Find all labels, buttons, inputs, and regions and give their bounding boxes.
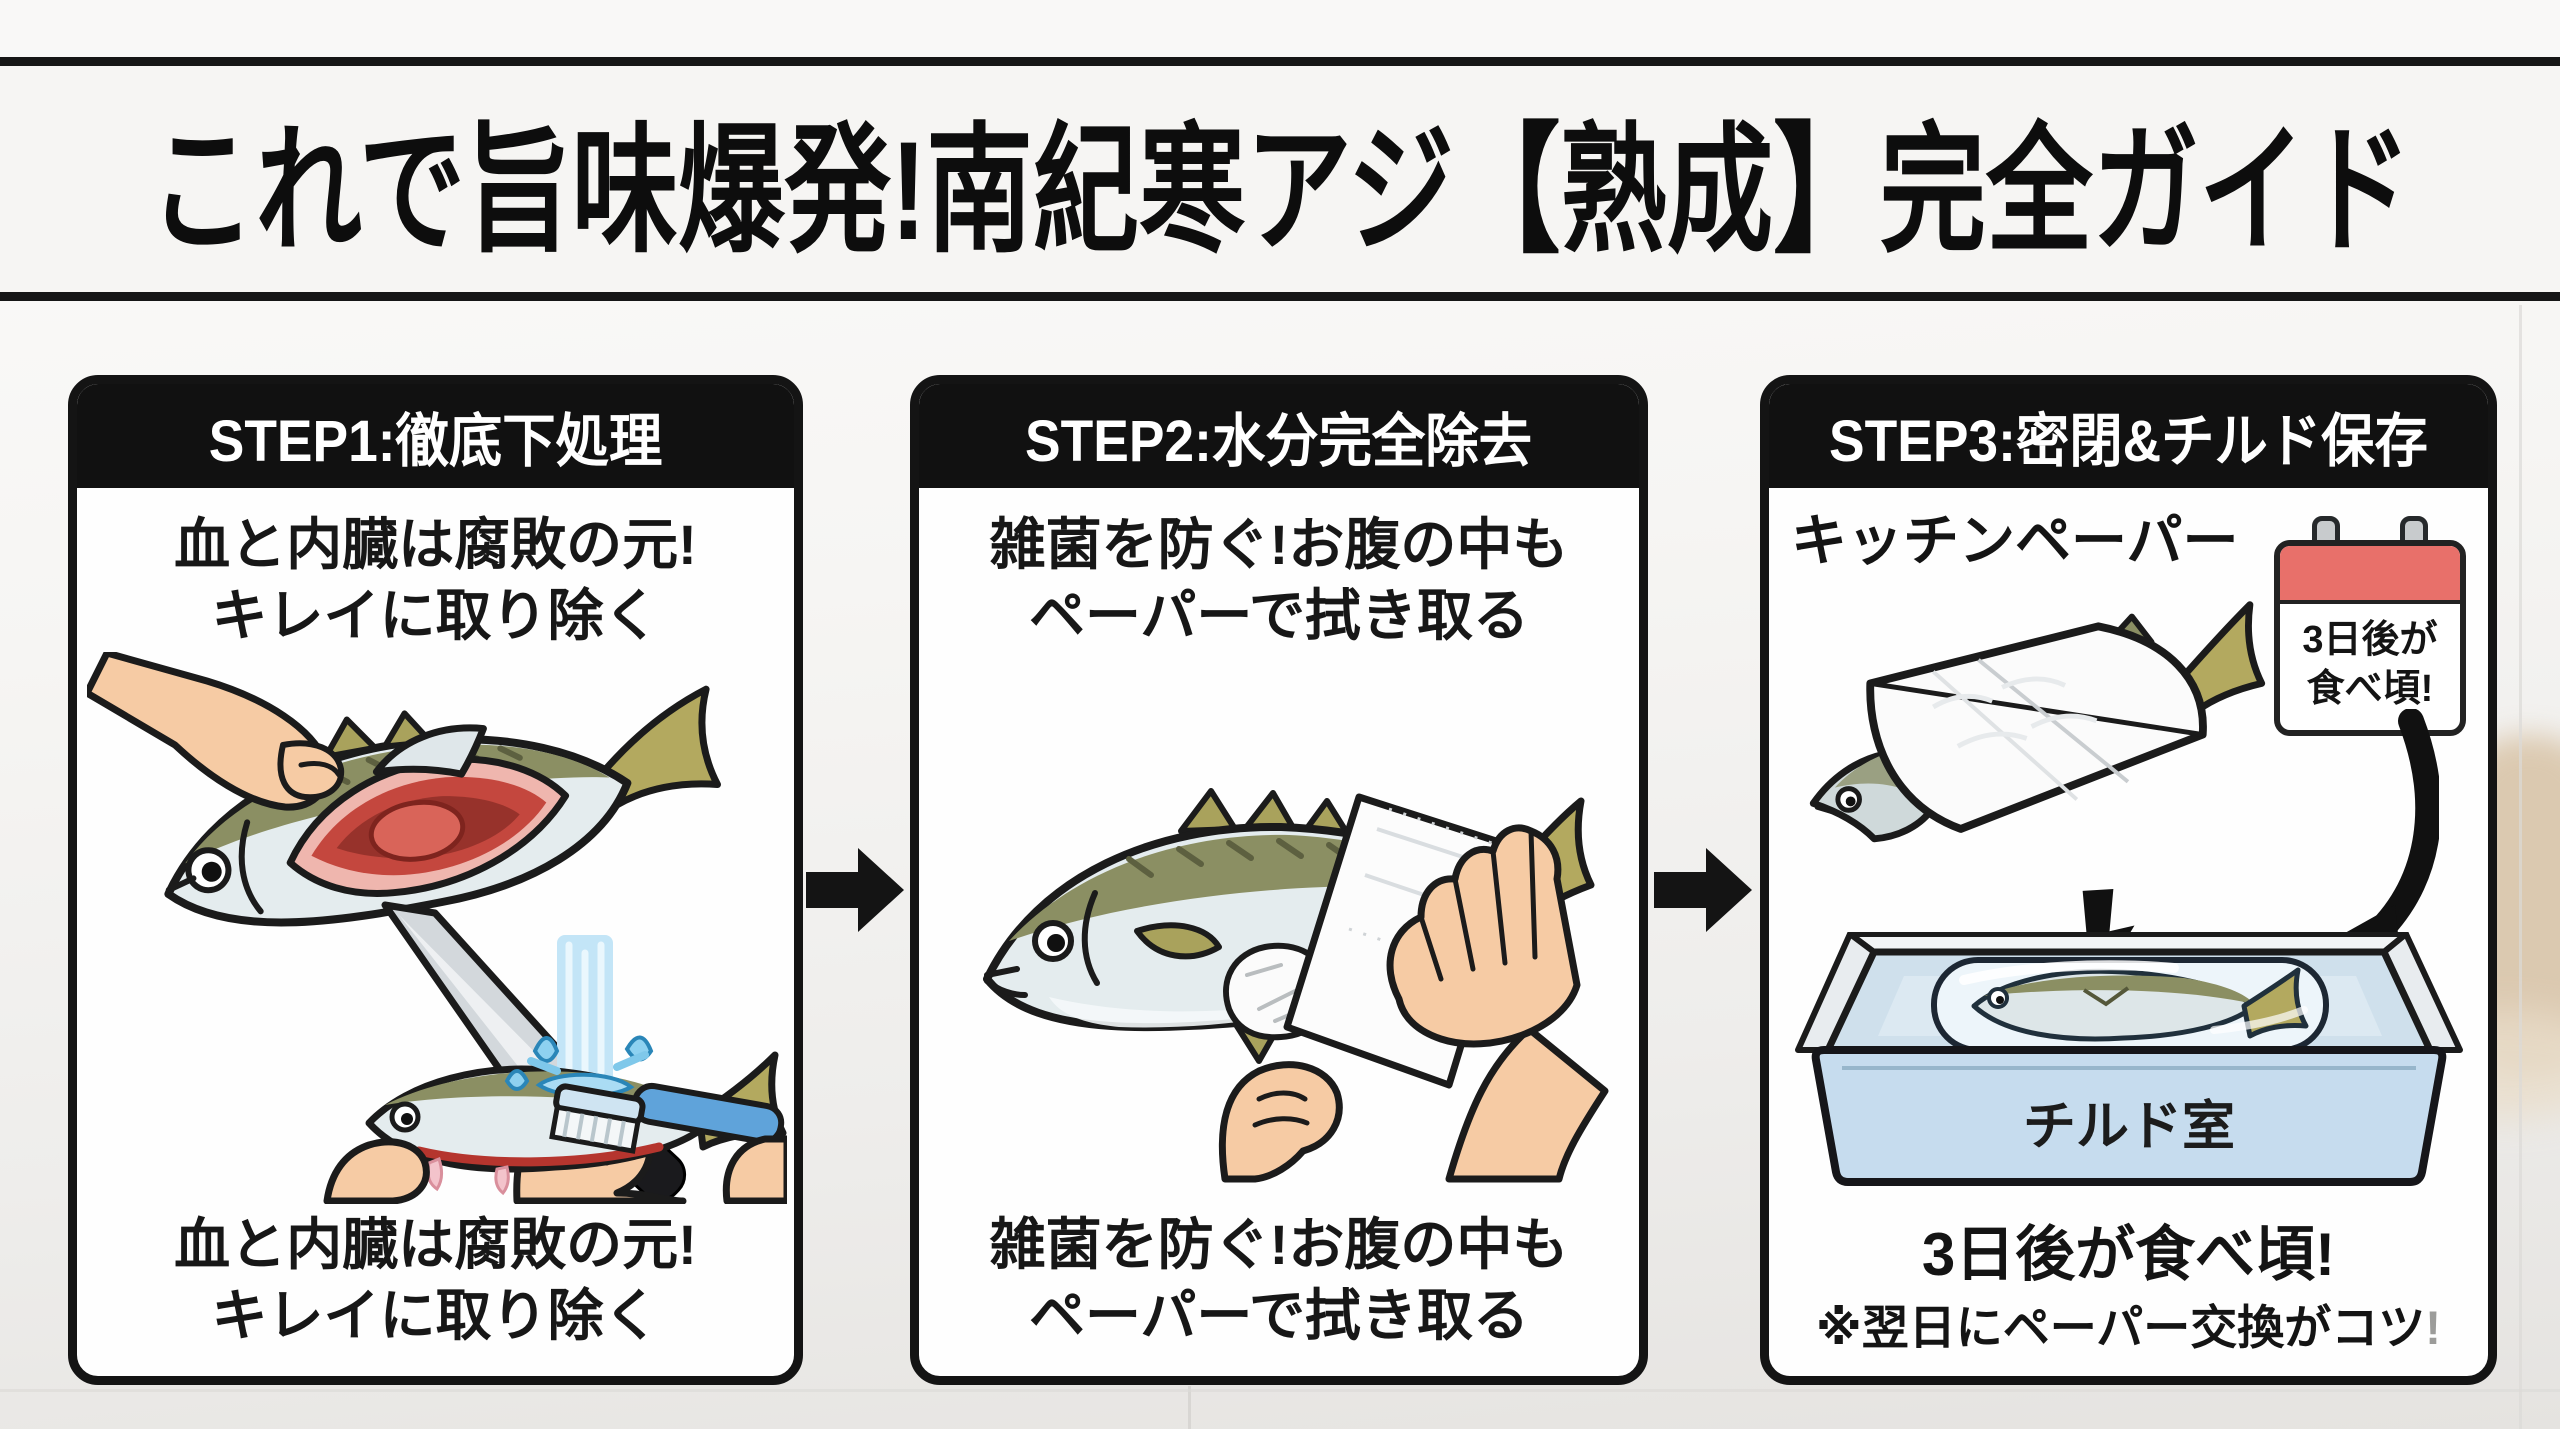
page-title: これで旨味爆発!南紀寒アジ【熟成】完全ガイド xyxy=(148,112,2412,269)
caption-line: 雑菌を防ぐ!お腹の中も xyxy=(989,1213,1569,1276)
top-strip xyxy=(0,0,2560,57)
calendar-body: 3日後が 食べ頃! xyxy=(2274,540,2466,736)
note-text: ※翌日にペーパー交換がコツ! xyxy=(1769,1289,2488,1358)
title-bottom-rule xyxy=(0,292,2560,301)
step2-caption-top: 雑菌を防ぐ!お腹の中も ペーパーで拭き取る xyxy=(919,510,1639,651)
counter-seam-line xyxy=(1188,1386,1191,1429)
calendar-note-line: 3日後が xyxy=(2302,619,2438,661)
step1-caption-top: 血と内臓は腐敗の元! キレイに取り除く xyxy=(77,510,794,651)
caption-line: キレイに取り除く xyxy=(211,1283,660,1347)
title-top-rule xyxy=(0,57,2560,66)
result-text: 3日後が食べ頃! xyxy=(1921,1221,2336,1288)
gutted-fish xyxy=(164,685,721,927)
calendar-note: 3日後が 食べ頃! xyxy=(2280,604,2460,715)
hand-icon xyxy=(722,1135,787,1204)
caption-line: ペーパーで拭き取る xyxy=(1028,583,1530,647)
step3-card: STEP3:密閉&チルド保存 キッチンペーパー 3日後が 食べ頃! xyxy=(1760,375,2497,1385)
wrapped-fish-illustration xyxy=(1809,601,2266,843)
note-main: ※翌日にペーパー交換がコツ xyxy=(1816,1301,2426,1354)
drawer-front-panel xyxy=(1811,1046,2447,1186)
step2-card: STEP2:水分完全除去 雑菌を防ぐ!お腹の中も ペーパーで拭き取る xyxy=(910,375,1648,1385)
fish-washing-illustration xyxy=(323,935,787,1204)
chilled-drawer-illustration xyxy=(1795,932,2463,1186)
step1-card: STEP1:徹底下処理 血と内臓は腐敗の元! キレイに取り除く xyxy=(68,375,803,1385)
caption-line: 血と内臓は腐敗の元! xyxy=(174,513,697,576)
step1-header: STEP1:徹底下処理 xyxy=(77,384,794,488)
hand-pulling-icon xyxy=(87,652,345,811)
hand-icon xyxy=(323,1138,430,1204)
fish-wiping-illustration xyxy=(983,788,1609,1183)
step2-caption-bottom: 雑菌を防ぐ!お腹の中も ペーパーで拭き取る xyxy=(919,1210,1639,1351)
caption-line: 血と内臓は腐敗の元! xyxy=(174,1213,697,1276)
brush-icon xyxy=(549,1082,785,1154)
note-exclamation: ! xyxy=(2425,1301,2441,1354)
hand-holding-icon xyxy=(1218,1061,1343,1183)
fish-gutting-illustration xyxy=(87,652,787,1204)
chilled-room-label: チルド室 xyxy=(2023,1097,2235,1156)
hand-pressing-icon xyxy=(1386,824,1609,1183)
caption-line: キレイに取り除く xyxy=(211,583,660,647)
step2-header: STEP2:水分完全除去 xyxy=(919,384,1639,488)
paper-wrap-icon xyxy=(1866,622,2207,833)
title-band: これで旨味爆発!南紀寒アジ【熟成】完全ガイド xyxy=(0,66,2560,292)
step3-header: STEP3:密閉&チルド保存 xyxy=(1769,384,2488,488)
step-arrow-icon xyxy=(806,848,904,932)
step-arrow-icon xyxy=(1654,848,1752,932)
caption-line: ペーパーで拭き取る xyxy=(1028,1283,1530,1347)
counter-seam-line xyxy=(2519,305,2522,1429)
step1-caption-bottom: 血と内臓は腐敗の元! キレイに取り除く xyxy=(77,1210,794,1351)
calendar-icon: 3日後が 食べ頃! xyxy=(2274,516,2466,736)
calendar-note-line: 食べ頃! xyxy=(2306,668,2434,711)
counter-edge-line xyxy=(0,1389,2560,1392)
step2-header-label: STEP2:水分完全除去 xyxy=(1025,409,1533,474)
caption-line: 雑菌を防ぐ!お腹の中も xyxy=(989,513,1569,576)
kitchen-paper-label: キッチンペーパー xyxy=(1791,509,2239,572)
step1-header-label: STEP1:徹底下処理 xyxy=(208,409,663,474)
vacuum-sealed-fish xyxy=(1931,957,2329,1053)
calendar-red-header xyxy=(2280,546,2460,604)
fish-tail xyxy=(2173,601,2266,715)
step3-header-label: STEP3:密閉&チルド保存 xyxy=(1829,409,2428,474)
